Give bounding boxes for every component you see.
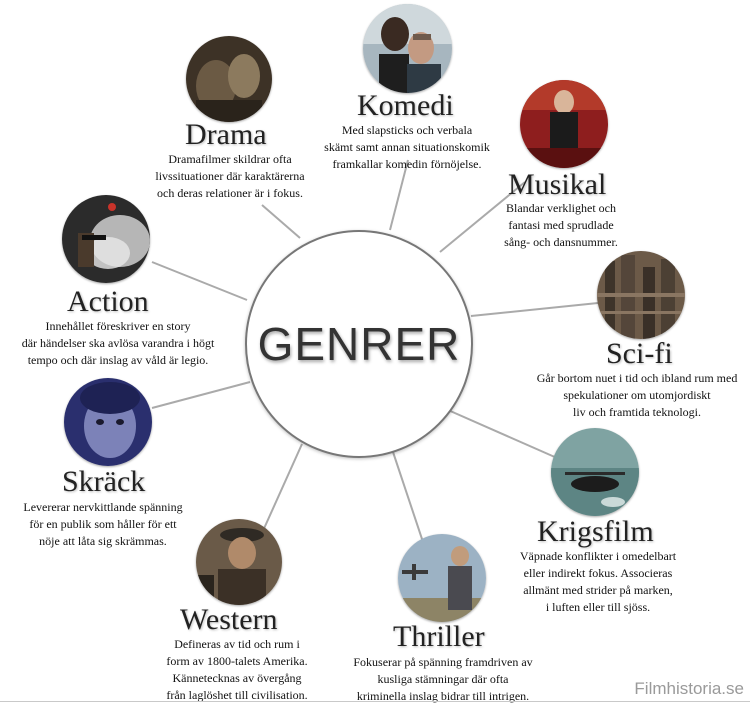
skrack-photo: [64, 378, 152, 466]
drama-description: Dramafilmer skildrar ofta livssituatione…: [155, 152, 305, 200]
komedi-photo: [363, 4, 452, 93]
scifi-description: Går bortom nuet i tid och ibland rum med…: [536, 371, 738, 419]
western-title: Western: [180, 603, 278, 636]
musikal-description: Blandar verklighet och fantasi med sprud…: [504, 201, 618, 249]
scifi-photo: [597, 251, 685, 339]
connector-thriller: [392, 451, 426, 549]
western-description: Defineras av tid och rum i form av 1800-…: [166, 637, 308, 702]
connector-komedi: [389, 159, 409, 231]
western-photo: [196, 519, 282, 605]
scifi-title: Sci-fi: [606, 337, 673, 370]
krigsfilm-description: Väpnade konflikter i omedelbart eller in…: [519, 549, 677, 614]
center-node: GENRER: [245, 230, 473, 458]
connector-musikal: [439, 181, 526, 253]
thriller-description: Fokuserar på spänning framdriven av kusl…: [353, 655, 533, 703]
connector-krigsfilm: [447, 409, 558, 459]
action-description: Innehållet föreskriver en story där händ…: [21, 319, 215, 367]
connector-drama: [261, 204, 301, 239]
connector-skrack: [151, 381, 251, 409]
action-photo: [62, 195, 150, 283]
drama-photo: [186, 36, 272, 122]
connector-action: [151, 261, 248, 301]
thriller-title: Thriller: [393, 620, 485, 653]
krigsfilm-title: Krigsfilm: [537, 515, 654, 548]
connector-western: [261, 443, 303, 534]
drama-title: Drama: [185, 118, 267, 151]
action-title: Action: [67, 285, 149, 318]
skrack-title: Skräck: [62, 465, 146, 498]
connector-scifi: [470, 302, 599, 317]
skrack-description: Levererar nervkittlande spänning för en …: [23, 500, 183, 548]
komedi-title: Komedi: [357, 89, 454, 122]
komedi-description: Med slapsticks och verbala skämt samt an…: [324, 123, 490, 171]
musikal-photo: [520, 80, 608, 168]
musikal-title: Musikal: [508, 168, 607, 201]
thriller-photo: [398, 534, 486, 622]
watermark: Filmhistoria.se: [634, 679, 744, 698]
krigsfilm-photo: [551, 428, 639, 516]
center-title: GENRER: [257, 318, 461, 370]
bottom-divider: [0, 701, 750, 702]
